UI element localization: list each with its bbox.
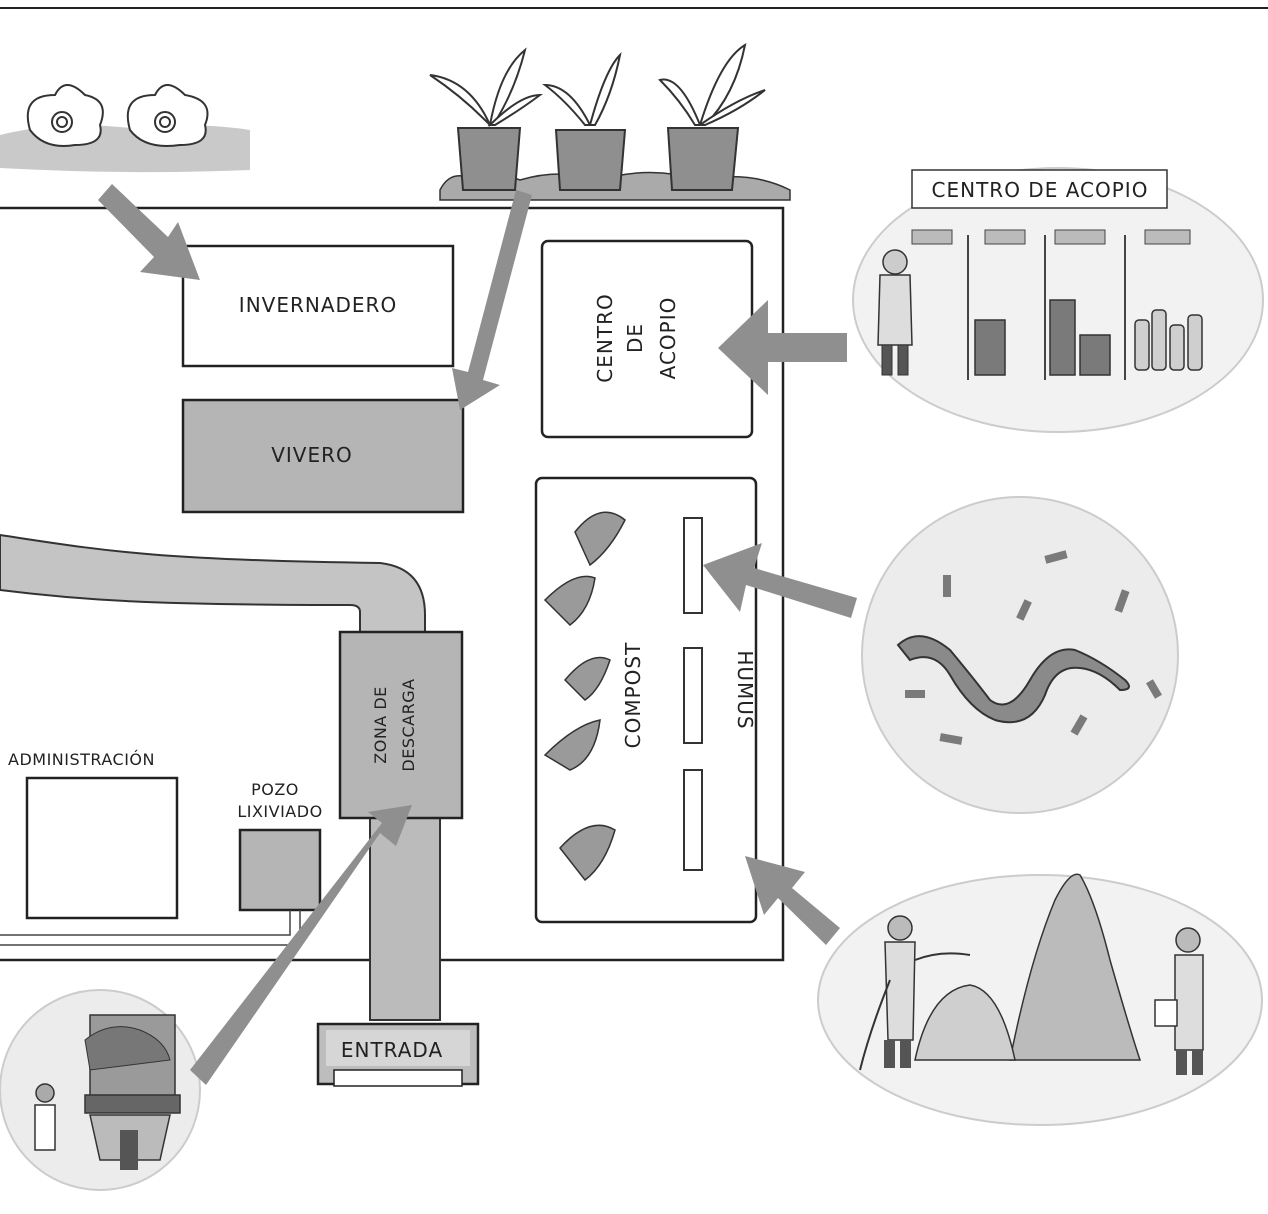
access-road <box>0 533 426 641</box>
entrada-opening <box>333 1069 463 1087</box>
arrow-to-zona-de-descarga <box>190 805 412 1085</box>
humus-beds <box>683 517 703 871</box>
pozo-label-line1: POZO <box>251 780 299 799</box>
invernadero-building <box>181 244 455 368</box>
arrow-to-centro-de-acopio <box>718 300 847 395</box>
compost-pile <box>559 824 616 882</box>
potted-seedlings-icon <box>429 42 791 201</box>
compost-pile <box>574 511 626 567</box>
humus-bed <box>683 647 703 744</box>
humus-bed <box>683 517 703 614</box>
centro-label-line2: DE <box>623 323 647 353</box>
arrow-to-invernadero <box>98 184 200 280</box>
vivero-building <box>181 398 465 514</box>
administracion-building <box>25 776 179 920</box>
zona-label-line2: DESCARGA <box>399 678 418 771</box>
compost-pile <box>563 656 611 701</box>
acopio-sign-label: CENTRO DE ACOPIO <box>932 178 1149 202</box>
compost-label: COMPOST <box>621 642 645 749</box>
flower-cluster-icon <box>0 84 250 173</box>
pozo-lixiviado <box>238 828 322 912</box>
arrow-to-compost <box>745 856 840 945</box>
vivero-label: VIVERO <box>271 443 353 467</box>
garbage-truck-icon <box>0 989 201 1191</box>
humus-bed <box>683 769 703 871</box>
compost-piles <box>543 511 626 882</box>
administracion-label: ADMINISTRACIÓN <box>8 750 155 769</box>
arrow-to-humus <box>703 543 857 618</box>
compost-pile <box>543 575 596 626</box>
entrance-road <box>369 814 441 1021</box>
acopio-sign-frame <box>911 169 1168 209</box>
entrada-label: ENTRADA <box>341 1038 443 1062</box>
zona-label-line1: ZONA DE <box>371 686 390 763</box>
pozo-label-line2: LIXIVIADO <box>237 802 322 821</box>
centro-de-acopio-building <box>540 239 754 439</box>
arrow-to-vivero <box>452 190 532 410</box>
compost-pile <box>543 719 601 771</box>
compost-workers-icon <box>817 873 1263 1126</box>
entrada-sign-bg <box>326 1030 470 1066</box>
zona-de-descarga-building <box>338 630 464 820</box>
invernadero-label: INVERNADERO <box>239 293 397 317</box>
centro-label-line3: ACOPIO <box>656 297 680 380</box>
humus-label: HUMUS <box>733 650 757 729</box>
centro-label-line1: CENTRO <box>593 293 617 382</box>
earthworm-icon <box>861 496 1179 814</box>
sorting-worker-icon: CENTRO DE ACOPIO <box>852 167 1264 433</box>
flow-arrows <box>98 184 857 1085</box>
